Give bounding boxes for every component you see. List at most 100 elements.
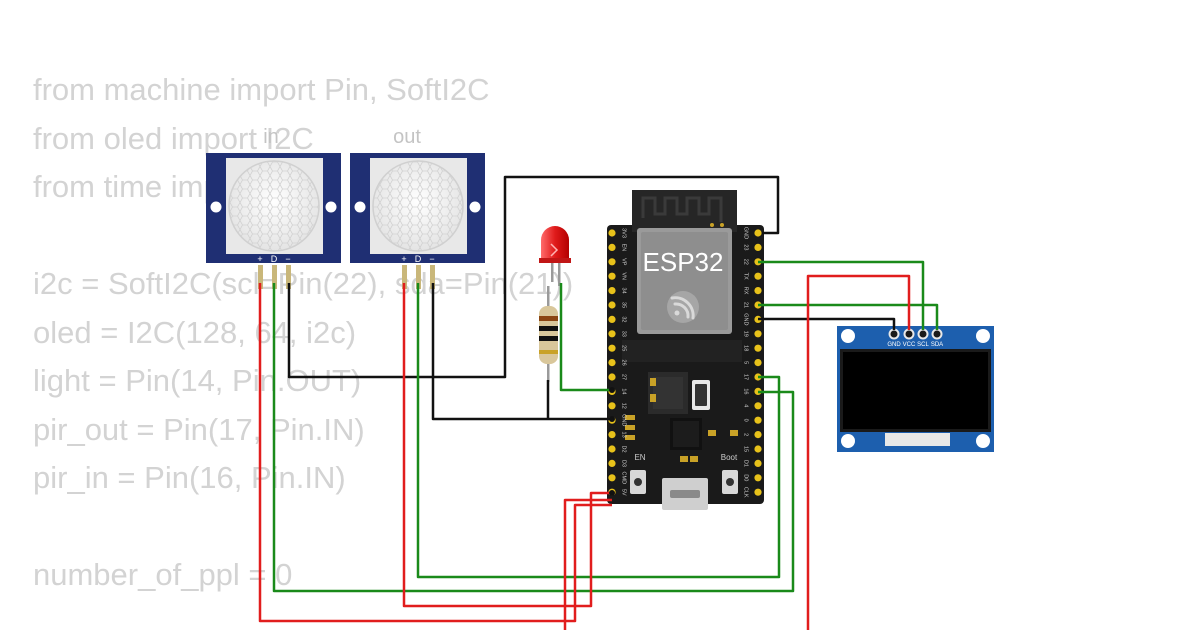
oled-pin-scl: SCL	[917, 342, 929, 348]
pir-in-pin-minus: −	[285, 254, 290, 264]
pir-out-pin-d: D	[415, 254, 422, 264]
wire-scl	[758, 260, 925, 330]
esp32-pin-right-5[interactable]	[754, 359, 762, 367]
esp32-pin-label: 18	[743, 345, 749, 351]
esp32-pin-label: 27	[621, 374, 627, 380]
esp32-pin-left-13[interactable]	[608, 431, 616, 439]
code-line: light = Pin(14, Pin.OUT)	[33, 363, 362, 398]
esp32-pin-label: 16	[743, 388, 749, 394]
oled-pin-gnd: GND	[887, 342, 901, 348]
red-led[interactable]	[539, 226, 571, 286]
esp32-pin-left-33[interactable]	[608, 330, 616, 338]
esp32-pin-label: D0	[743, 474, 749, 481]
wire-sda	[758, 303, 939, 330]
pir-out-pin-minus: −	[429, 254, 434, 264]
esp32-pin-left-cmd[interactable]	[608, 474, 616, 482]
esp32-pin-label: VN	[621, 272, 627, 280]
esp32-pin-label: 34	[621, 288, 627, 294]
esp32-pin-left-25[interactable]	[608, 344, 616, 352]
pir-in-label: in	[263, 126, 279, 148]
esp32-pin-right-0[interactable]	[754, 416, 762, 424]
esp32-pin-label: 2	[743, 433, 749, 436]
esp32-pin-label: 32	[621, 316, 627, 322]
esp32-pin-label: D3	[621, 460, 627, 467]
wire-pir-in-data	[272, 283, 795, 593]
esp32-pin-label: CMD	[621, 472, 627, 485]
esp32-pin-left-vp[interactable]	[608, 258, 616, 266]
wire-led-signal	[559, 283, 612, 392]
pir-in-pin-plus: +	[257, 254, 262, 264]
code-line: pir_in = Pin(16, Pin.IN)	[33, 460, 346, 495]
esp32-pin-right-clk[interactable]	[754, 488, 762, 496]
esp32-pin-right-19[interactable]	[754, 330, 762, 338]
code-line: number_of_ppl = 0	[33, 557, 293, 592]
esp32-pin-label: 4	[743, 404, 749, 407]
esp32-pin-left-d2[interactable]	[608, 445, 616, 453]
code-line: from machine import Pin, SoftI2C	[33, 72, 490, 107]
esp32-pin-left-d3[interactable]	[608, 459, 616, 467]
oled-pin-vcc: VCC	[903, 342, 916, 348]
esp32-pin-label: EN	[621, 244, 627, 252]
esp32-pin-left-26[interactable]	[608, 359, 616, 367]
esp32-pin-label: 17	[743, 374, 749, 380]
en-label: EN	[634, 453, 645, 462]
esp32-pin-left-3v3[interactable]	[608, 229, 616, 237]
wire-gnd-pir-out	[431, 283, 612, 421]
wire-vcc-oled	[806, 274, 911, 630]
oled-screen	[843, 352, 988, 429]
esp32-pin-right-4[interactable]	[754, 402, 762, 410]
code-line: pir_out = Pin(17, Pin.IN)	[33, 411, 365, 447]
esp32-pin-label: 22	[743, 259, 749, 265]
pir-out-pin-plus: +	[401, 254, 406, 264]
esp32-pin-label: GND	[743, 313, 749, 325]
pir-sensor-in[interactable]: + D −	[206, 153, 341, 289]
esp32-pin-right-d0[interactable]	[754, 474, 762, 482]
esp32-pin-label: 19	[743, 331, 749, 337]
resistor[interactable]	[539, 286, 558, 382]
esp32-pin-label: 15	[743, 446, 749, 452]
esp32-pin-right-tx[interactable]	[754, 272, 762, 280]
esp32-pin-left-vn[interactable]	[608, 272, 616, 280]
esp32-pin-label: 0	[743, 419, 749, 422]
esp32-pin-label: 26	[621, 360, 627, 366]
esp32-pin-left-en[interactable]	[608, 243, 616, 251]
esp32-pin-right-18[interactable]	[754, 344, 762, 352]
esp32-pin-right-15[interactable]	[754, 445, 762, 453]
esp32-pin-left-32[interactable]	[608, 315, 616, 323]
code-line: oled = I2C(128, 64, i2c)	[33, 314, 357, 350]
esp32-pin-left-34[interactable]	[608, 287, 616, 295]
esp32-pin-label: TX	[743, 273, 749, 280]
esp32-pin-label: RX	[743, 287, 749, 295]
esp32-pin-right-23[interactable]	[754, 243, 762, 251]
esp32-pin-right-2[interactable]	[754, 431, 762, 439]
esp32-title: ESP32	[643, 247, 724, 277]
esp32-pin-label: 25	[621, 345, 627, 351]
esp32-pin-right-d1[interactable]	[754, 459, 762, 467]
esp32-pin-label: D2	[621, 445, 627, 452]
esp32-pin-label: CLK	[743, 487, 749, 498]
code-line: from oled import I2C	[33, 120, 314, 156]
esp32-pin-label: 35	[621, 302, 627, 308]
esp32-pin-left-12[interactable]	[608, 402, 616, 410]
esp32-pin-left-35[interactable]	[608, 301, 616, 309]
esp32-pin-right-rx[interactable]	[754, 287, 762, 295]
oled-display[interactable]: GND VCC SCL SDA	[837, 326, 994, 452]
wire-pir-out-data	[416, 283, 781, 579]
esp32-pin-label: 21	[743, 302, 749, 308]
esp32-pin-right-gnd[interactable]	[754, 229, 762, 237]
esp32-pin-label: 23	[743, 244, 749, 250]
wire-5v-pir-in	[258, 283, 612, 623]
esp32-pin-label: 12	[621, 403, 627, 409]
esp32-pin-left-27[interactable]	[608, 373, 616, 381]
wire-5v-pir-out	[402, 283, 612, 608]
code-line: i2c = SoftI2C(scl=Pin(22), sda=Pin(21))	[33, 266, 574, 301]
wire-5v-main	[563, 498, 612, 630]
wire-gnd-pir-in	[287, 175, 780, 379]
pir-sensor-out[interactable]: + D −	[350, 153, 485, 289]
pir-out-label: out	[393, 126, 421, 148]
oled-pin-sda: SDA	[931, 342, 943, 348]
esp32-pin-label: GND	[743, 227, 749, 239]
